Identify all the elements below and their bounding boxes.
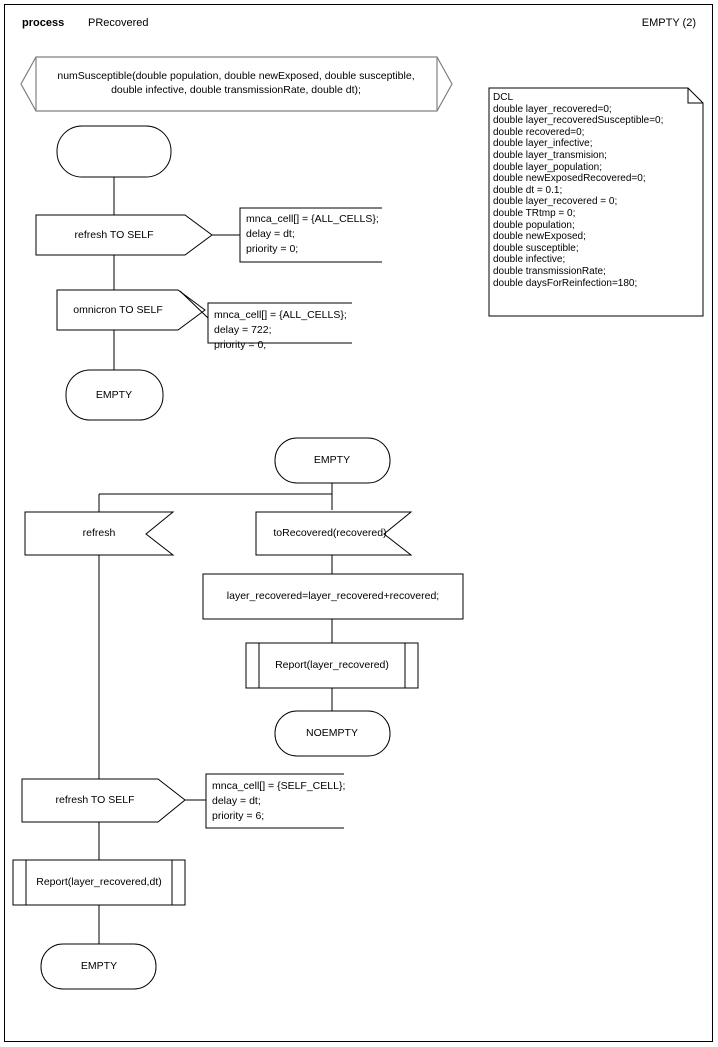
comment-bracket-2 xyxy=(208,303,352,343)
procedure-report-1-label: Report(layer_recovered) xyxy=(275,659,389,671)
output-omnicron-to-self-label: omnicron TO SELF xyxy=(73,304,163,316)
start-symbol xyxy=(57,126,171,177)
task-assign-shape xyxy=(203,574,463,619)
input-refresh-shape xyxy=(25,512,173,555)
comment-2-line3: priority = 0; xyxy=(214,339,267,351)
procedure-report-1-shape xyxy=(246,643,418,688)
comment-2-line2: delay = 722; xyxy=(214,324,272,336)
comment-3-line3: priority = 6; xyxy=(212,810,265,822)
procedure-report-2-shape xyxy=(13,860,185,905)
state-empty-3-shape xyxy=(41,944,156,989)
dcl-note-text: DCL double layer_recovered=0; double lay… xyxy=(493,92,664,289)
state-empty-3-label: EMPTY xyxy=(80,960,118,972)
comment-3-line1: mnca_cell[] = {SELF_CELL}; xyxy=(212,780,346,792)
output-refresh-to-self-2-shape xyxy=(22,779,185,822)
output-refresh-to-self-2-label: refresh TO SELF xyxy=(55,794,135,806)
comment-bracket-3 xyxy=(206,774,344,828)
input-refresh-label: refresh xyxy=(82,527,116,539)
page-title: PRecovered xyxy=(88,17,149,29)
state-empty-2-label: EMPTY xyxy=(313,454,351,466)
comment-1-line2: delay = dt; xyxy=(246,228,295,240)
page-number-label: EMPTY (2) xyxy=(641,17,696,29)
input-to-recovered-shape xyxy=(256,512,411,555)
procedure-header-line2: double infective, double transmissionRat… xyxy=(111,84,361,96)
task-assign-label: layer_recovered=layer_recovered+recovere… xyxy=(226,590,440,602)
input-to-recovered-label: toRecovered(recovered) xyxy=(273,527,387,539)
output-refresh-to-self-shape xyxy=(36,215,212,255)
diagram-kind-label: process xyxy=(22,17,65,29)
comment-2-line1: mnca_cell[] = {ALL_CELLS}; xyxy=(214,309,347,321)
comment-bracket-1 xyxy=(240,208,382,262)
comment-connector-2 xyxy=(180,291,208,318)
procedure-report-2-label: Report(layer_recovered,dt) xyxy=(36,876,162,888)
output-refresh-to-self-label: refresh TO SELF xyxy=(74,229,154,241)
comment-1-line1: mnca_cell[] = {ALL_CELLS}; xyxy=(246,213,379,225)
state-noempty-label: NOEMPTY xyxy=(306,727,358,739)
comment-3-line2: delay = dt; xyxy=(212,795,261,807)
output-omnicron-to-self-shape xyxy=(57,290,205,330)
comment-1-line3: priority = 0; xyxy=(246,243,299,255)
dcl-note-shape xyxy=(489,88,703,316)
procedure-header-line1: numSusceptible(double population, double… xyxy=(57,70,415,82)
dcl-note-fold xyxy=(688,88,703,103)
state-noempty-shape xyxy=(275,711,390,756)
page-border xyxy=(4,4,713,1042)
state-empty-1-label: EMPTY xyxy=(95,389,133,401)
state-empty-1-shape xyxy=(66,370,163,420)
